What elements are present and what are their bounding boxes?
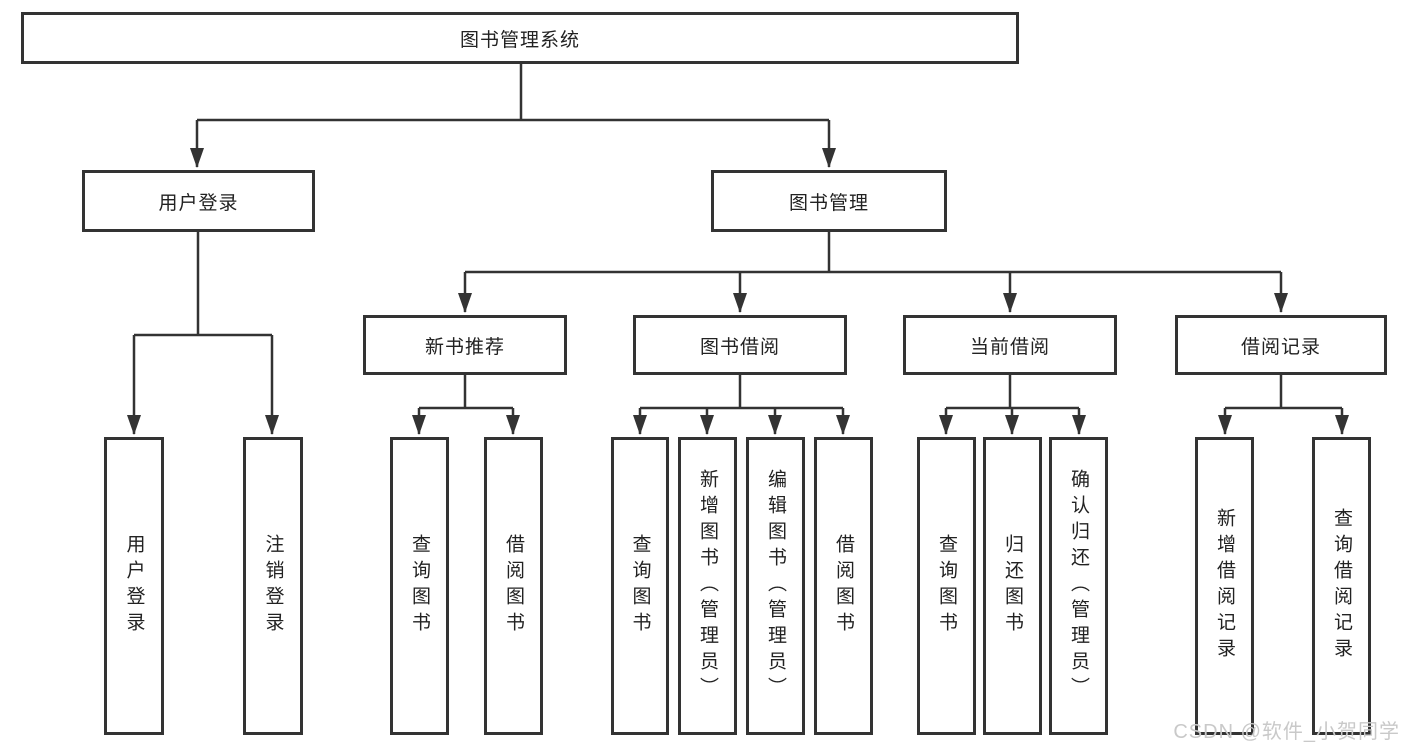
leaf-query-books-2: 查询图书: [611, 437, 669, 735]
leaf-add-books-admin: 新增图书（管理员）: [678, 437, 737, 735]
node-new-book-recommend: 新书推荐: [363, 315, 567, 375]
node-borrow-records: 借阅记录: [1175, 315, 1387, 375]
leaf-edit-books-admin: 编辑图书（管理员）: [746, 437, 805, 735]
branch-book-borrow: [633, 375, 850, 435]
branch-user-login: [127, 232, 279, 435]
node-library-management-system: 图书管理系统: [21, 12, 1019, 64]
leaf-query-books-3: 查询图书: [917, 437, 976, 735]
leaf-confirm-return-admin: 确认归还（管理员）: [1049, 437, 1108, 735]
leaf-borrow-books-2: 借阅图书: [814, 437, 873, 735]
branch-borrow-records: [1218, 375, 1349, 435]
csdn-watermark: CSDN @软件_小贺同学: [1173, 721, 1400, 743]
leaf-return-books: 归还图书: [983, 437, 1042, 735]
branch-root: [190, 64, 836, 168]
leaf-borrow-books-1: 借阅图书: [484, 437, 543, 735]
leaf-user-login: 用户登录: [104, 437, 164, 735]
leaf-logout: 注销登录: [243, 437, 303, 735]
node-book-management: 图书管理: [711, 170, 947, 232]
node-book-borrow: 图书借阅: [633, 315, 847, 375]
branch-new-book-recommend: [412, 375, 520, 435]
node-user-login: 用户登录: [82, 170, 315, 232]
leaf-query-books-1: 查询图书: [390, 437, 449, 735]
leaf-add-borrow-record: 新增借阅记录: [1195, 437, 1254, 735]
branch-book-management: [458, 232, 1288, 313]
leaf-query-borrow-record: 查询借阅记录: [1312, 437, 1371, 735]
branch-current-borrow: [939, 375, 1086, 435]
node-current-borrow: 当前借阅: [903, 315, 1117, 375]
